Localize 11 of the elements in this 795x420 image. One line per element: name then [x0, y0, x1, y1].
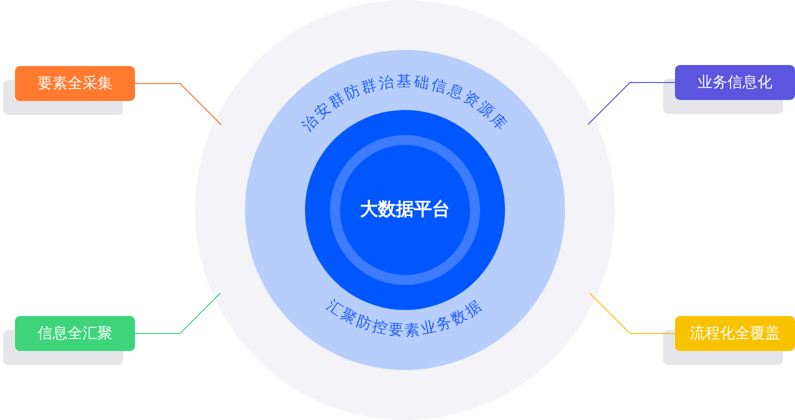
leader-line	[589, 292, 676, 334]
label-tag: 流程化全覆盖	[675, 316, 795, 351]
leader-line	[134, 83, 222, 126]
label-tag: 信息全汇聚	[15, 316, 135, 351]
curved-label: 治安群防群治基础信息资源库	[298, 72, 512, 135]
leader-line	[588, 82, 676, 125]
label-tag: 要素全采集	[15, 66, 135, 101]
leader-line	[134, 292, 221, 334]
curved-label: 汇聚防控要素业务数据	[324, 296, 486, 340]
center-label: 大数据平台	[359, 198, 451, 222]
label-tag: 业务信息化	[675, 65, 795, 100]
